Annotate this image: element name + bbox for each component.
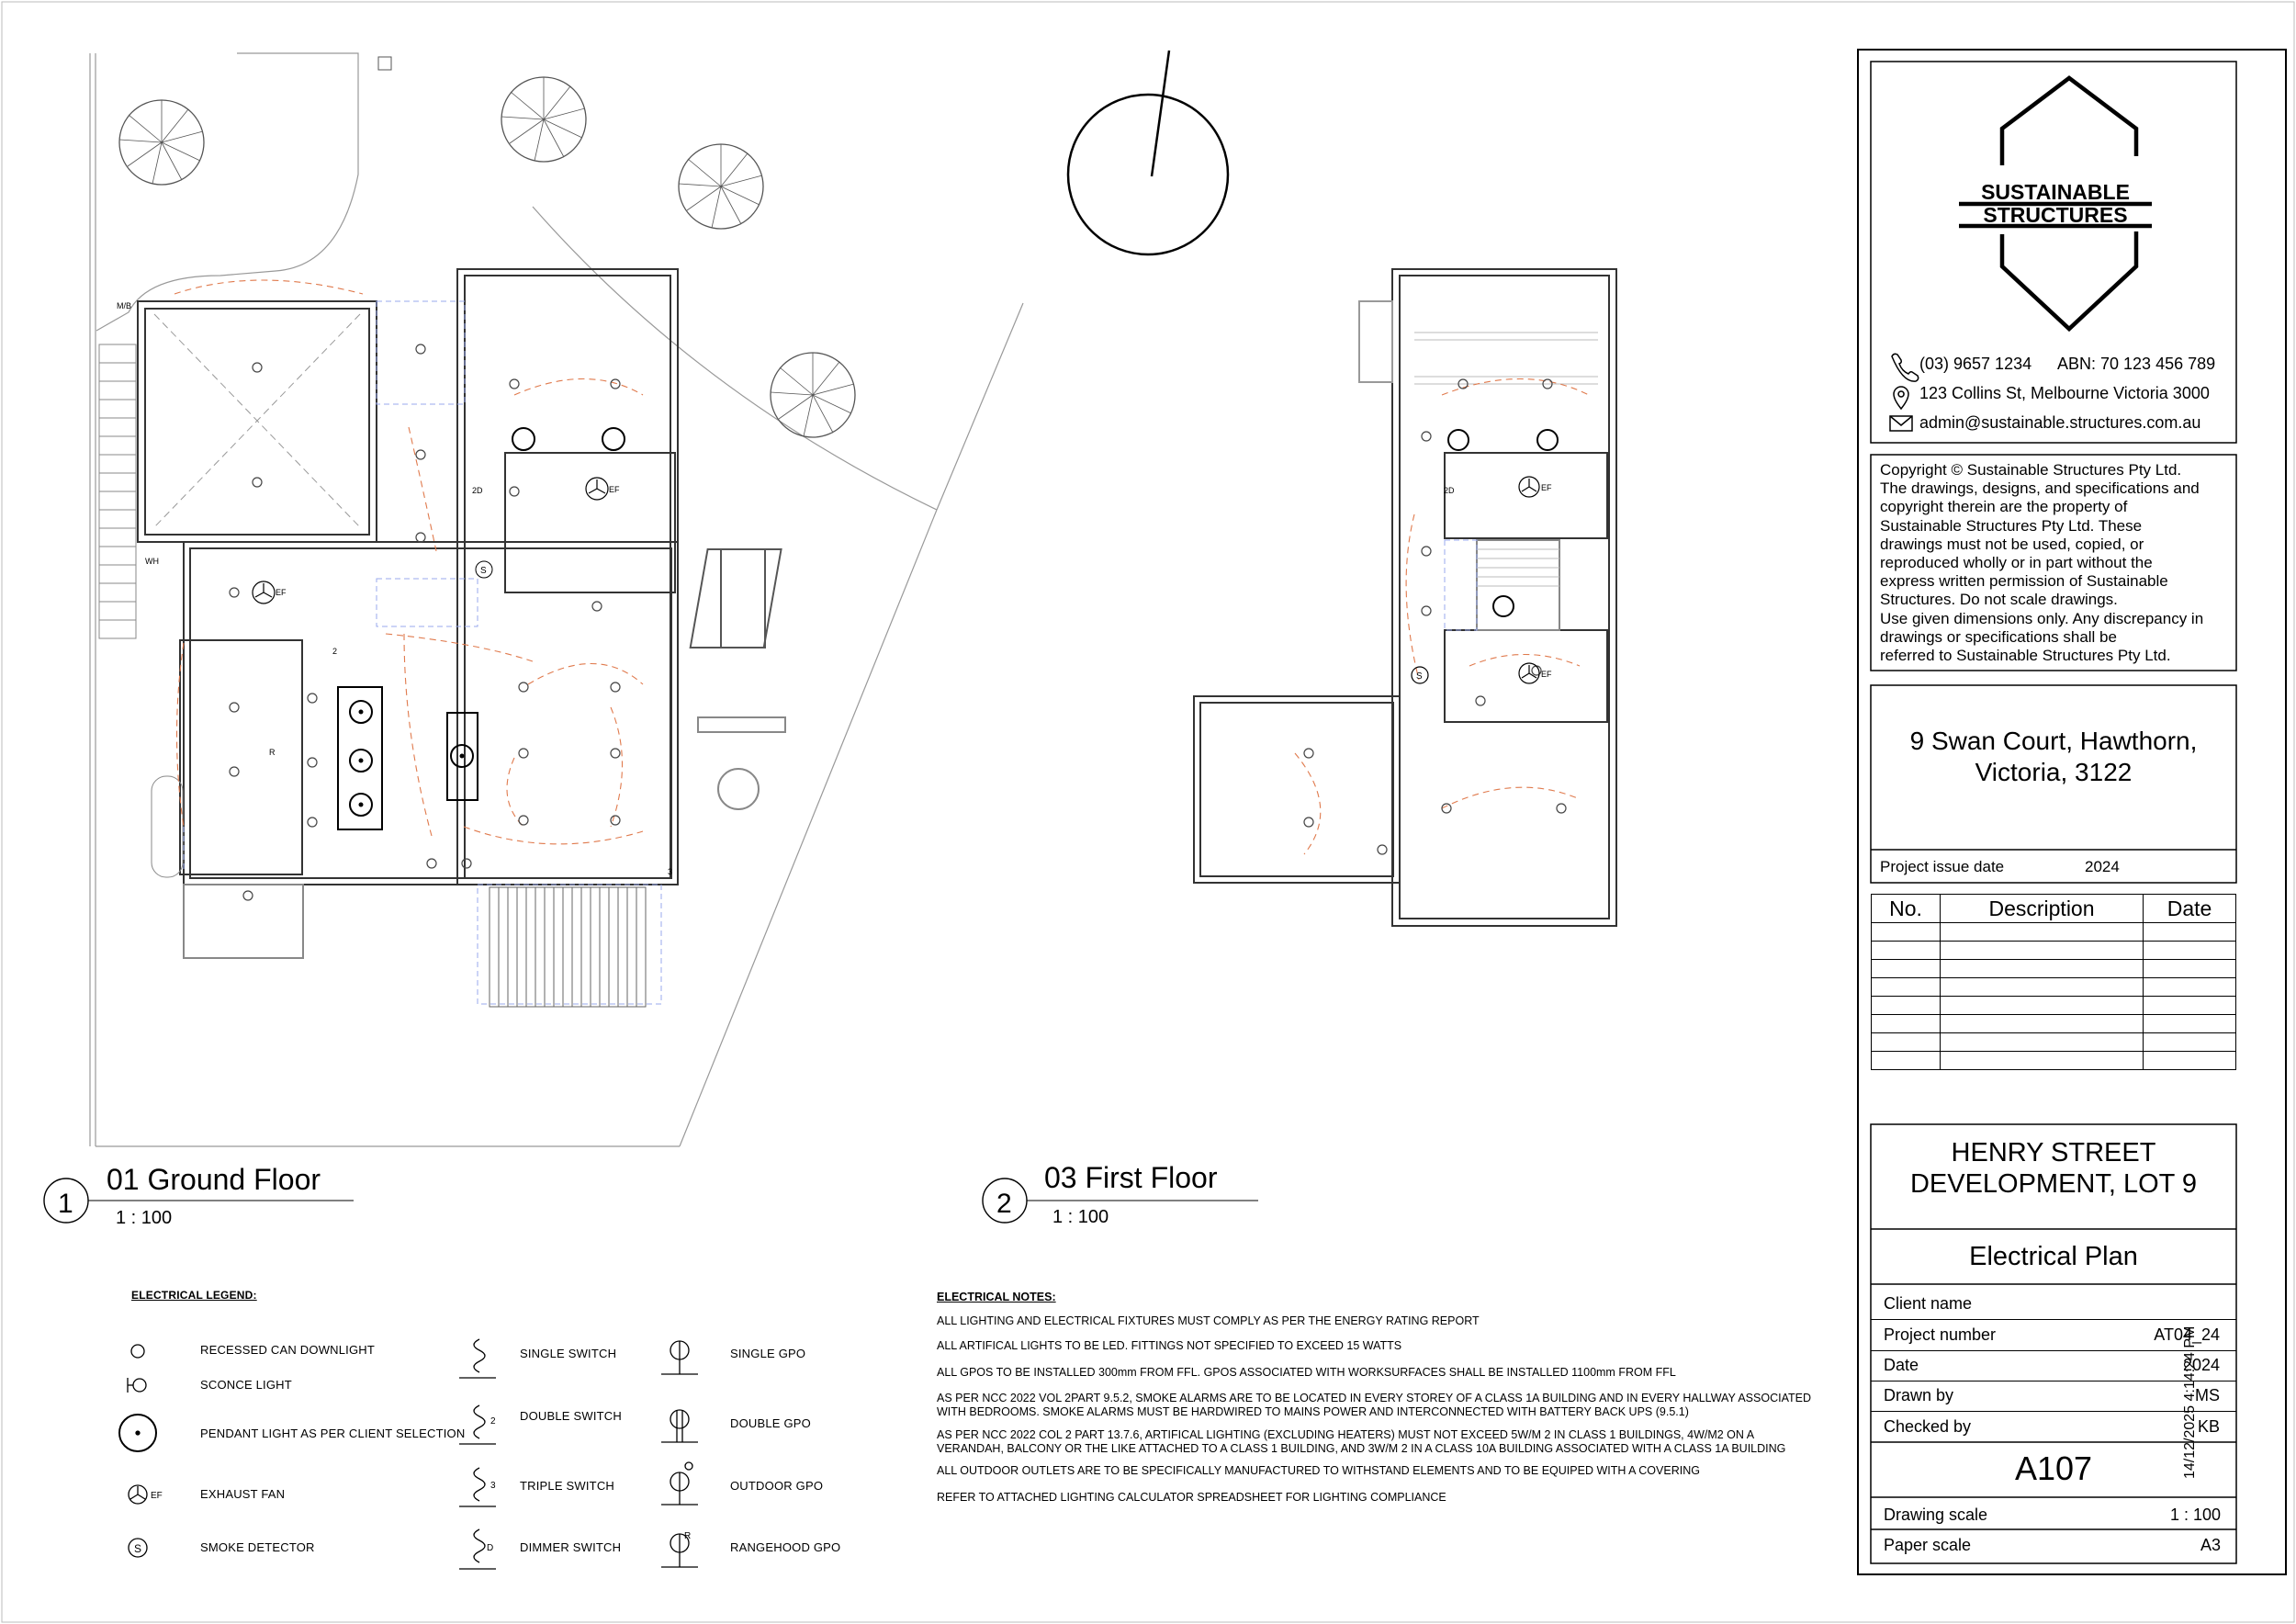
site-address: 9 Swan Court, Hawthorn, Victoria, 3122 <box>1909 727 2198 786</box>
company-address: 123 Collins St, Melbourne Victoria 3000 <box>1919 384 2210 402</box>
legend-item-single-gpo: SINGLE GPO <box>730 1347 806 1360</box>
company-logo <box>1959 75 2152 333</box>
ground-mb-label: M/B <box>117 301 131 310</box>
project-issue-label: Project issue date <box>1880 858 2005 875</box>
view-2-title: 03 First Floor <box>1044 1161 1218 1194</box>
email-icon <box>1889 415 1913 432</box>
company-email: admin@sustainable.structures.com.au <box>1919 413 2201 432</box>
field-drawn-by: Drawn by MS <box>1871 1380 2236 1412</box>
drawing-scale-label: Drawing scale <box>1884 1506 1988 1524</box>
legend-item-outdoor-gpo: OUTDOOR GPO <box>730 1479 824 1493</box>
revision-table: No. Description Date <box>1871 894 2236 1070</box>
first-ef-label-1: EF <box>1541 483 1552 492</box>
print-timestamp: 14/12/2025 4:14:24 PM <box>2182 1325 2198 1479</box>
view-2-scale: 1 : 100 <box>1052 1207 1109 1227</box>
legend-title: ELECTRICAL LEGEND: <box>131 1289 257 1302</box>
outdoor-gpo-symbol <box>661 1461 698 1506</box>
ground-wh-label: WH <box>145 557 159 566</box>
ground-switch-3: 3 <box>668 867 672 876</box>
smoke-detector-symbol <box>128 1538 148 1558</box>
legend-item-single-switch: SINGLE SWITCH <box>520 1347 617 1360</box>
field-project-number: Project number AT04_24 <box>1871 1319 2236 1351</box>
ground-2d-label: 2D <box>472 486 483 495</box>
field-checked-by: Checked by KB <box>1884 1417 2220 1436</box>
project-name: HENRY STREET DEVELOPMENT, LOT 9 <box>1909 1138 2198 1199</box>
legend-item-triple-switch: TRIPLE SWITCH <box>520 1479 614 1493</box>
note-6: ALL OUTDOOR OUTLETS ARE TO BE SPECIFICAL… <box>937 1464 1700 1477</box>
ground-rangehood-label: R <box>269 748 276 757</box>
legend-item-downlight: RECESSED CAN DOWNLIGHT <box>200 1343 376 1357</box>
triple-switch-symbol <box>459 1467 496 1507</box>
copyright-notice: Copyright © Sustainable Structures Pty L… <box>1880 461 2204 665</box>
double-gpo-symbol <box>661 1409 698 1443</box>
field-client-name: Client name <box>1871 1288 2236 1320</box>
exhaust-fan-symbol <box>128 1484 148 1505</box>
first-floor-plan: EF EF S 2D 2 03 First Floor 1 : 100 <box>982 268 1617 1227</box>
ground-ef-label-2: EF <box>609 485 620 494</box>
view-1-number: 1 <box>58 1189 73 1219</box>
ground-ef-label-1: EF <box>276 588 287 597</box>
double-switch-symbol <box>459 1404 496 1445</box>
note-2: ALL ARTIFICAL LIGHTS TO BE LED. FITTINGS… <box>937 1339 1402 1352</box>
phone-icon <box>1891 353 1919 382</box>
ground-floor-plan: M/B WH EF EF S 2D 2 3 R 1 01 Ground Floo… <box>43 50 1230 1228</box>
paper-scale-value: A3 <box>2200 1536 2221 1554</box>
first-smoke-label: S <box>1416 671 1423 682</box>
legend-item-sconce: SCONCE LIGHT <box>200 1378 292 1392</box>
ground-smoke-label: S <box>480 566 487 576</box>
rev-header-description: Description <box>1940 894 2144 923</box>
legend-rangehood-mark: R <box>684 1531 691 1541</box>
rangehood-gpo-symbol <box>661 1533 698 1568</box>
pendant-symbol <box>118 1414 157 1452</box>
sheet-number: A107 <box>2014 1449 2093 1487</box>
view-1-title: 01 Ground Floor <box>107 1163 321 1196</box>
note-4: AS PER NCC 2022 VOL 2PART 9.5.2, SMOKE A… <box>937 1392 1811 1418</box>
legend-symbols <box>118 1338 698 1570</box>
note-1: ALL LIGHTING AND ELECTRICAL FIXTURES MUS… <box>937 1314 1480 1327</box>
location-icon <box>1893 386 1909 411</box>
first-2d-label: 2D <box>1444 486 1455 495</box>
rev-header-no: No. <box>1871 894 1941 923</box>
notes-title: ELECTRICAL NOTES: <box>937 1291 1056 1303</box>
legend-item-double-switch: DOUBLE SWITCH <box>520 1409 622 1423</box>
logo-text-line-2: STRUCTURES <box>1983 203 2127 227</box>
first-ef-label-2: EF <box>1541 670 1552 679</box>
drawing-scale-value: 1 : 100 <box>2169 1506 2221 1524</box>
legend-item-smoke-detector: SMOKE DETECTOR <box>200 1540 315 1554</box>
note-3: ALL GPOS TO BE INSTALLED 300mm FROM FFL.… <box>937 1366 1676 1379</box>
dimmer-switch-symbol <box>459 1528 496 1570</box>
note-5: AS PER NCC 2022 COL 2 PART 13.7.6, ARTIF… <box>937 1428 1786 1455</box>
legend-item-double-gpo: DOUBLE GPO <box>730 1416 811 1430</box>
company-phone: (03) 9657 1234 <box>1919 355 2032 373</box>
rev-header-date: Date <box>2143 894 2236 923</box>
downlight-symbol <box>130 1344 145 1359</box>
logo-text-line-1: SUSTAINABLE <box>1981 180 2130 204</box>
view-2-number: 2 <box>996 1189 1012 1219</box>
single-switch-symbol <box>459 1338 496 1379</box>
view-1-scale: 1 : 100 <box>116 1208 172 1228</box>
ground-switch-2: 2 <box>332 647 337 656</box>
field-date: Date 2024 <box>1871 1349 2236 1382</box>
company-abn: ABN: 70 123 456 789 <box>2057 355 2216 373</box>
title-block-frame <box>1857 49 2287 1575</box>
legend-double-mark: 2 <box>490 1416 496 1427</box>
sheet-title: Electrical Plan <box>1969 1242 2138 1271</box>
project-issue-value: 2024 <box>2085 858 2120 875</box>
single-gpo-symbol <box>661 1340 698 1375</box>
legend-item-rangehood-gpo: RANGEHOOD GPO <box>730 1540 841 1554</box>
legend-item-exhaust-fan: EXHAUST FAN <box>200 1487 286 1501</box>
legend-smoke-mark: S <box>134 1542 141 1555</box>
paper-scale-label: Paper scale <box>1884 1536 1972 1554</box>
legend-triple-mark: 3 <box>490 1481 496 1491</box>
legend-item-dimmer-switch: DIMMER SWITCH <box>520 1540 622 1554</box>
legend-dimmer-mark: D <box>487 1543 493 1553</box>
sconce-symbol <box>127 1378 147 1393</box>
legend-ef-mark: EF <box>151 1491 163 1501</box>
note-7: REFER TO ATTACHED LIGHTING CALCULATOR SP… <box>937 1491 1446 1504</box>
legend-item-pendant: PENDANT LIGHT AS PER CLIENT SELECTION <box>200 1427 466 1440</box>
